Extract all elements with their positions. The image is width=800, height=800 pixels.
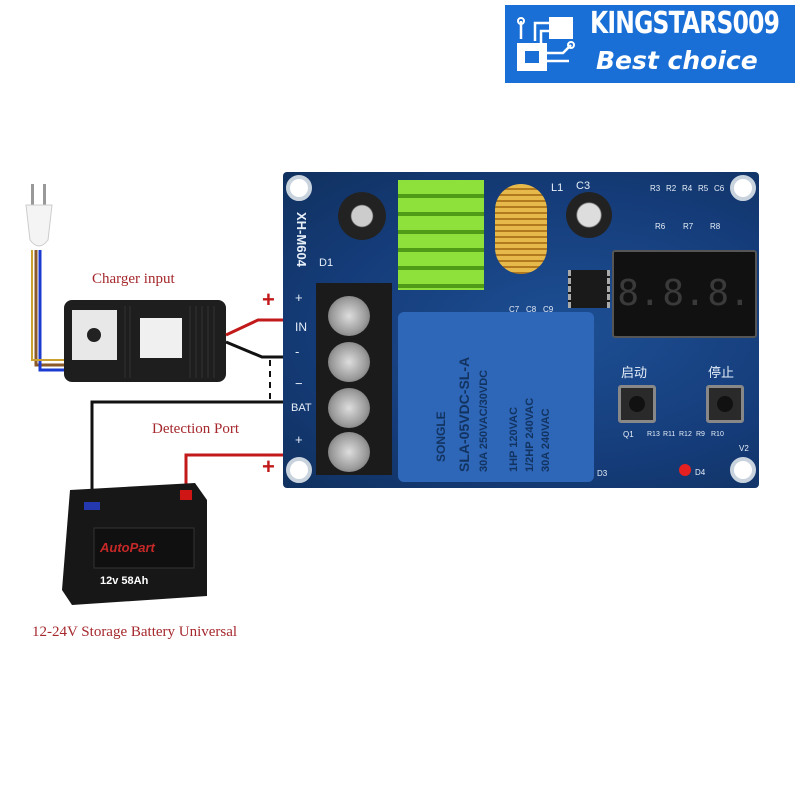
brand-name: KINGSTARS009	[590, 6, 780, 41]
battery-icon: AutoPart 12v 58Ah	[62, 483, 207, 605]
silk-l1: L1	[551, 182, 564, 194]
relay: SONGLE SLA-05VDC-SL-A 30A 250VAC/30VDC 1…	[398, 312, 594, 482]
input-plus-sign: +	[262, 287, 275, 312]
silk-c8: C8	[526, 305, 537, 314]
relay-rating: 30A 250VAC/30VDC	[478, 369, 490, 472]
mounting-hole	[730, 175, 756, 201]
terminal-label: IN	[295, 320, 307, 334]
terminal-screw-in-positive[interactable]	[328, 296, 370, 336]
heatsink	[398, 180, 484, 290]
mounting-hole	[286, 457, 312, 483]
terminal-label: +	[295, 290, 303, 305]
seven-segment-display: 8. 8. 8.	[612, 250, 757, 338]
silk-d4: D4	[695, 468, 706, 477]
model-label: XH-M604	[294, 212, 309, 267]
silk-r5: R5	[698, 184, 709, 193]
start-button-label: 启动	[621, 365, 648, 380]
capacitor-c3	[566, 192, 612, 238]
power-plug-icon	[25, 184, 53, 247]
silk-r8: R8	[710, 222, 721, 231]
silk-d3: D3	[597, 469, 608, 478]
blue-wire	[38, 250, 68, 372]
terminal-label: BAT	[291, 402, 312, 414]
terminal-label: −	[295, 376, 303, 391]
charger-input-label: Charger input	[92, 271, 175, 287]
silk-c3: C3	[576, 180, 591, 192]
brand-banner	[505, 5, 795, 83]
stop-button-label: 停止	[708, 365, 735, 380]
battery-plus-sign: +	[262, 454, 275, 479]
terminal-screw-bat-negative[interactable]	[328, 388, 370, 428]
silk-c9: C9	[543, 305, 554, 314]
silk-r9: R9	[696, 431, 705, 438]
relay-rating: 1/2HP 240VAC	[524, 397, 536, 472]
silk-r2: R2	[666, 184, 677, 193]
silk-c7: C7	[509, 305, 520, 314]
detection-port-label: Detection Port	[152, 421, 240, 437]
relay-model: SLA-05VDC-SL-A	[456, 356, 472, 472]
relay-rating: 30A 240VAC	[540, 408, 552, 472]
silk-r10: R10	[711, 431, 724, 438]
silk-c6: C6	[714, 184, 725, 193]
capacitor	[338, 192, 386, 240]
inductor-l1	[495, 184, 547, 274]
silk-q1: Q1	[623, 430, 634, 439]
silk-d1: D1	[319, 257, 334, 269]
display-digit: 8.	[707, 273, 751, 314]
mounting-hole	[286, 175, 312, 201]
terminal-screw-in-negative[interactable]	[328, 342, 370, 382]
start-button[interactable]	[618, 385, 656, 423]
silk-r3: R3	[650, 184, 661, 193]
stop-button[interactable]	[706, 385, 744, 423]
silk-r11: R11	[663, 431, 676, 438]
terminal-screw-bat-positive[interactable]	[328, 432, 370, 472]
battery-positive-wire	[184, 453, 330, 490]
circuit-logo-icon	[517, 17, 575, 71]
display-digit: 8.	[617, 273, 661, 314]
battery-brand: AutoPart	[99, 540, 156, 555]
silk-r12: R12	[679, 431, 692, 438]
silk-v2: V2	[739, 444, 749, 453]
mounting-hole	[730, 457, 756, 483]
silk-r6: R6	[655, 222, 666, 231]
silk-r7: R7	[683, 222, 694, 231]
brand-tagline: Best choice	[596, 46, 758, 75]
battery-negative-wire	[90, 400, 330, 510]
battery-label: 12-24V Storage Battery Universal	[32, 624, 238, 640]
brown-wire	[34, 250, 68, 367]
terminal-label: -	[295, 344, 300, 359]
display-digit: 8.	[662, 273, 706, 314]
silk-r4: R4	[682, 184, 693, 193]
ic-chip	[568, 270, 610, 308]
charger-adapter-icon	[64, 300, 226, 382]
relay-brand: SONGLE	[434, 411, 448, 462]
led-d4	[679, 464, 691, 476]
terminal-label: +	[295, 432, 303, 447]
yellow-wire	[31, 250, 68, 361]
battery-rating: 12v 58Ah	[100, 575, 149, 587]
silk-r13: R13	[647, 431, 660, 438]
relay-rating: 1HP 120VAC	[508, 406, 520, 472]
